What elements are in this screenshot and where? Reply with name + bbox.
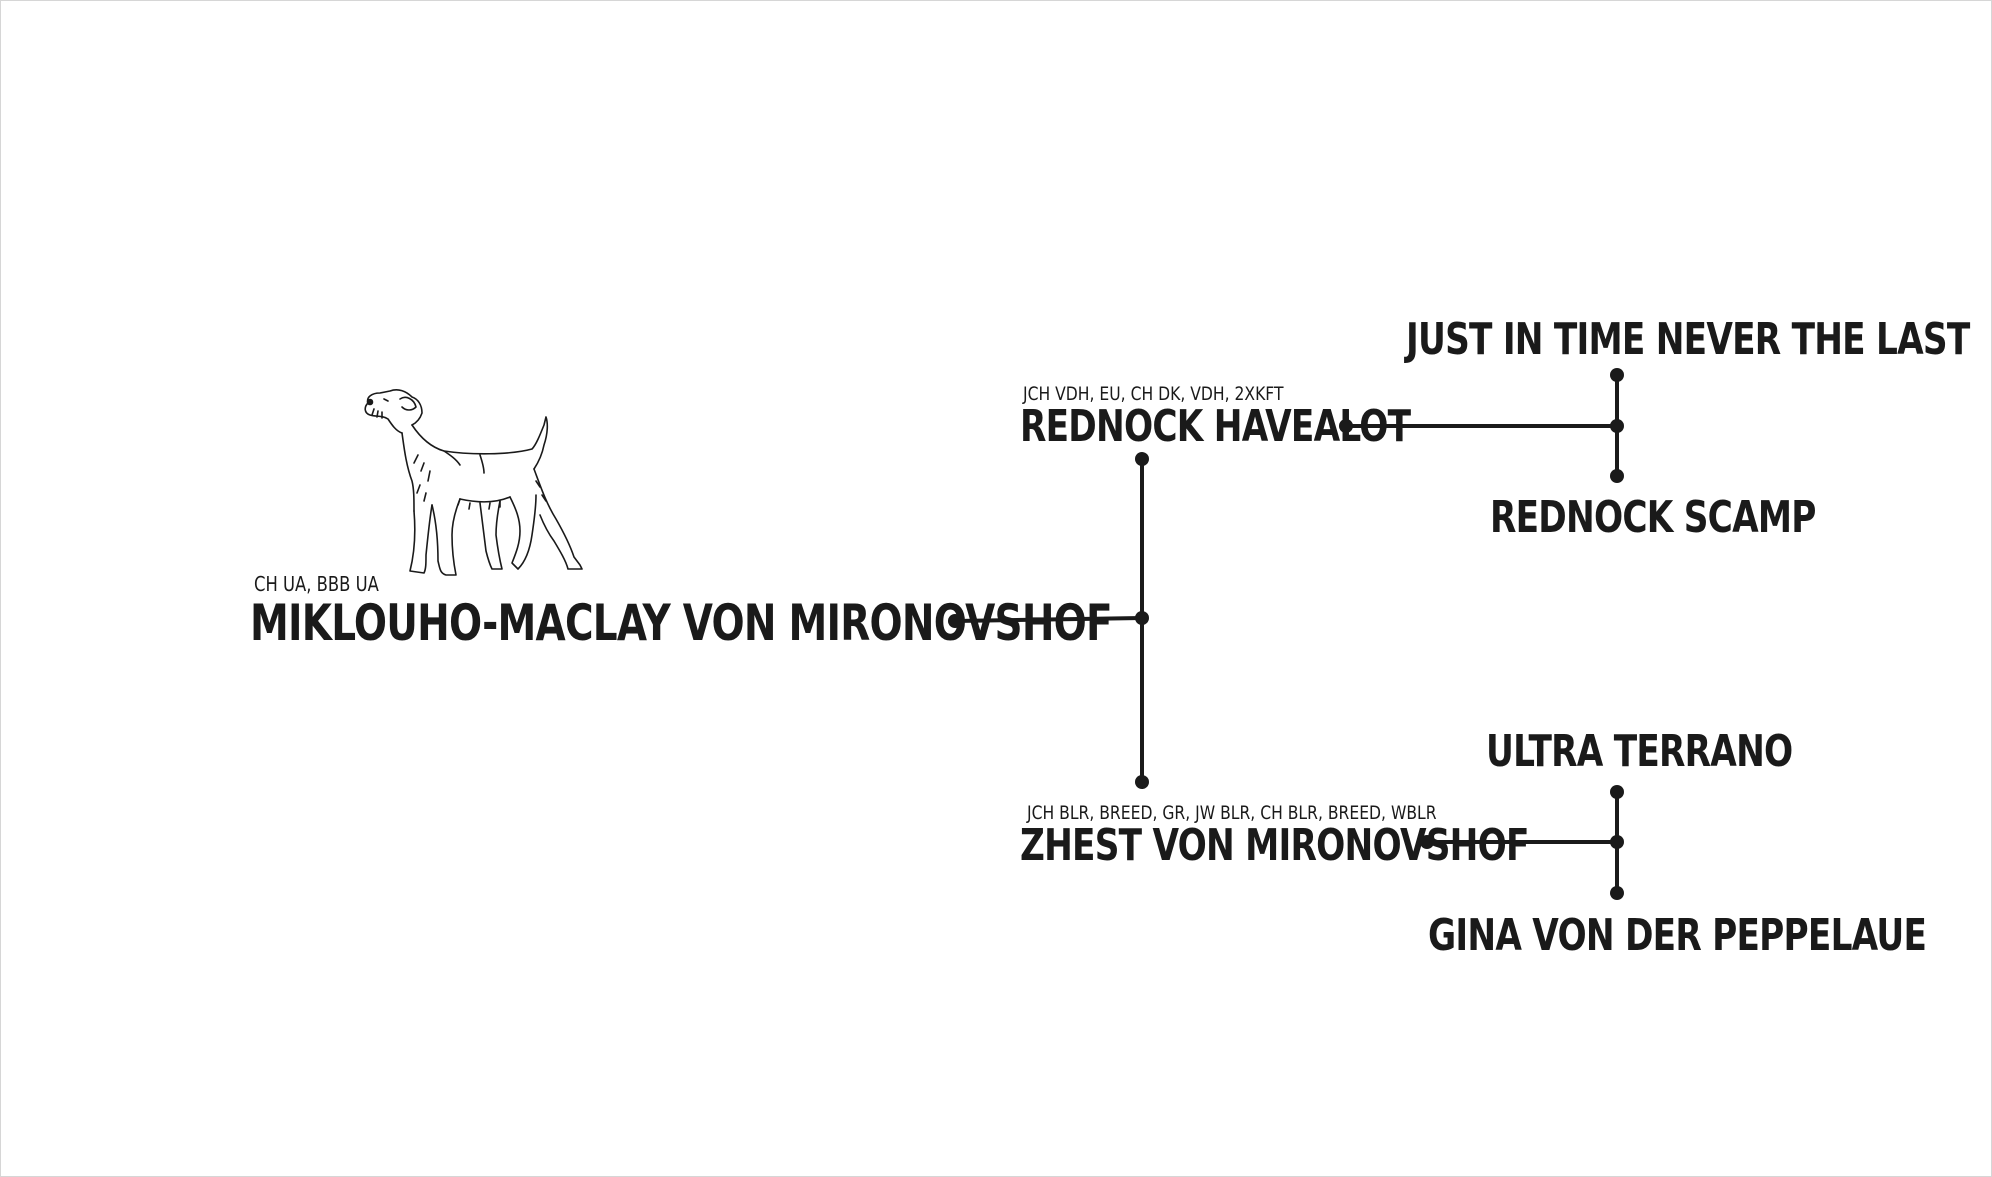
subject-title: CH UA, BBB UA [254,572,379,596]
node-dam-top [1135,775,1149,789]
node-sire-bracket-top [1610,368,1624,382]
sire-dam-name: REDNOCK SCAMP [1490,492,1816,543]
node-sire-bracket-mid [1610,419,1624,433]
node-subject [948,614,962,628]
subject-name: MIKLOUHO-MACLAY VON MIRONOVSHOF [250,594,1113,652]
connector-subject [953,616,1144,623]
sire-title: JCH VDH, EU, CH DK, VDH, 2XKFT [1023,383,1284,405]
dam-name: ZHEST VON MIRONOVSHOF [1020,820,1529,871]
dam-title: JCH BLR, BREED, GR, JW BLR, CH BLR, BREE… [1027,802,1437,824]
sire-sire-name: JUST IN TIME NEVER THE LAST [1406,314,1970,365]
node-dam-bracket-mid [1610,835,1624,849]
node-sire-bracket-bottom [1610,469,1624,483]
node-dam-bracket-bottom [1610,886,1624,900]
terrier-dog-icon [364,389,583,576]
sire-name: REDNOCK HAVEALOT [1020,401,1411,452]
node-dam [1420,835,1434,849]
dam-sire-name: ULTRA TERRANO [1486,726,1793,777]
node-sire [1339,419,1353,433]
node-parents-center [1135,611,1149,625]
dam-dam-name: GINA VON DER PEPPELAUE [1428,910,1927,961]
node-sire-bottom [1135,452,1149,466]
node-dam-bracket-top [1610,785,1624,799]
